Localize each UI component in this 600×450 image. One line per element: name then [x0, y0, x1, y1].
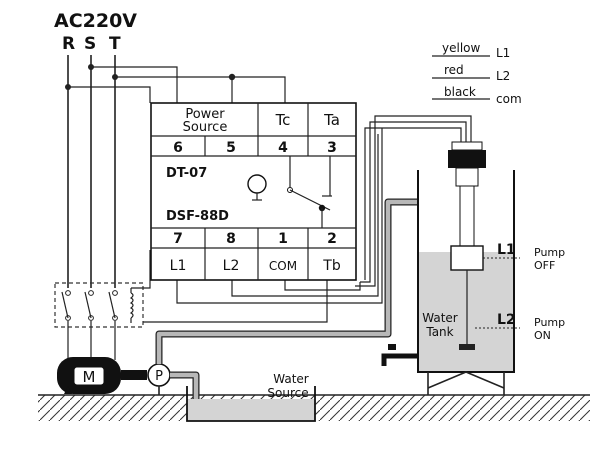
pump-label: P: [155, 369, 163, 384]
level-l1: L1: [497, 242, 516, 258]
terminal-8: 8: [226, 231, 236, 247]
supply-voltage: AC220V: [54, 10, 137, 32]
pump-on-line2: ON: [534, 329, 551, 342]
terminal-7: 7: [173, 231, 183, 247]
terminal-2: 2: [327, 231, 337, 247]
wire-color-yellow: yellow: [442, 41, 480, 55]
water-source: Water Source: [186, 372, 316, 422]
controller: Power Source Tc Ta 6 5 4 3 DT-07 DSF-88D…: [150, 102, 357, 281]
level-l2: L2: [497, 312, 516, 328]
phase-t-label: T: [109, 34, 121, 54]
wire-color-red: red: [444, 63, 464, 77]
source-label: Source: [183, 120, 228, 135]
model-dsf88d: DSF-88D: [166, 209, 229, 224]
level-probe: L1 L2 Pump OFF Pump ON: [448, 141, 565, 350]
pump-off-line2: OFF: [534, 259, 555, 272]
model-dt07: DT-07: [166, 166, 207, 181]
phase-wires: [65, 55, 286, 288]
terminal-6: 6: [173, 140, 183, 156]
phase-r-label: R: [62, 34, 75, 54]
pump-on-line1: Pump: [534, 316, 565, 329]
wire-terminal-com: com: [496, 92, 522, 106]
terminal-5: 5: [226, 140, 236, 156]
water-source-line2: Source: [267, 386, 308, 400]
water-tank: Water Tank: [381, 170, 515, 395]
wire-terminal-l1: L1: [496, 46, 510, 60]
power-label: Power: [185, 107, 225, 122]
ta-label: Ta: [323, 111, 340, 129]
terminal-3: 3: [327, 140, 337, 156]
phase-s-label: S: [84, 34, 96, 54]
wire-color-legend: yellow L1 red L2 black com: [432, 41, 522, 106]
pump: P: [147, 363, 171, 395]
wire-color-black: black: [444, 85, 476, 99]
contactor: [54, 282, 144, 360]
probe-cable: [355, 115, 472, 287]
pump-off-line1: Pump: [534, 246, 565, 259]
motor-label: M: [83, 368, 96, 386]
tank-label-line1: Water: [422, 311, 458, 325]
label-l1: L1: [170, 258, 187, 274]
tc-label: Tc: [275, 111, 291, 129]
motor: M: [57, 357, 147, 394]
label-com: COM: [269, 259, 297, 273]
label-l2: L2: [223, 258, 240, 274]
tank-label-line2: Tank: [425, 325, 453, 339]
water-source-line1: Water: [273, 372, 309, 386]
terminal-1: 1: [278, 231, 288, 247]
wire-terminal-l2: L2: [496, 69, 510, 83]
terminal-4: 4: [278, 140, 288, 156]
label-tb: Tb: [322, 258, 341, 274]
